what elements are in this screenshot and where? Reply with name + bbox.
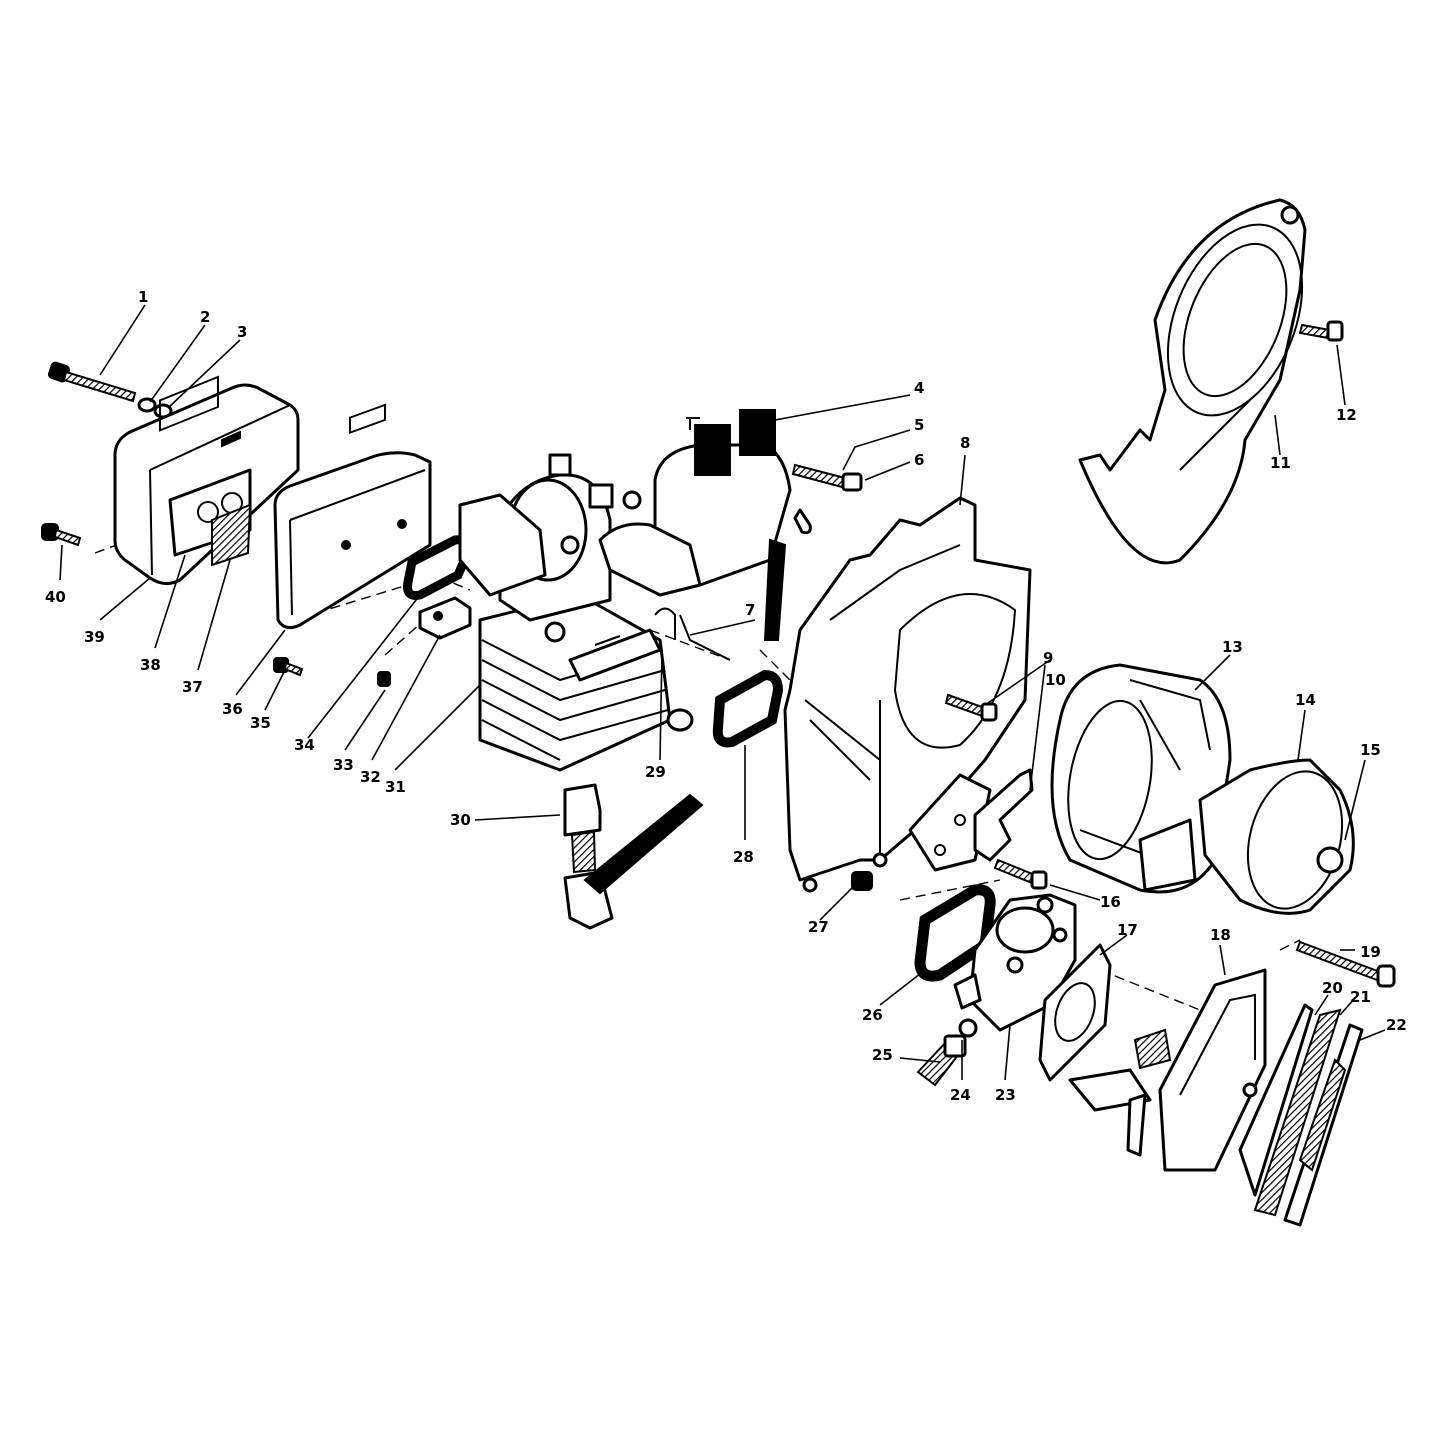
- callout-12: 12: [1336, 406, 1357, 424]
- part-14-clutch-drum: [1198, 758, 1355, 915]
- part-30-spark-plug: [563, 783, 704, 930]
- part-5-ground-terminal: [793, 508, 812, 535]
- callout-39: 39: [84, 628, 105, 646]
- callout-28: 28: [733, 848, 754, 866]
- callout-13: 13: [1222, 638, 1243, 656]
- callout-labels: 1 2 3 4 5 6 7 8 9 10 11 12 13 14 15 16 1…: [45, 288, 1407, 1104]
- callout-9: 9: [1043, 649, 1053, 667]
- choke-linkage: [1068, 1028, 1172, 1157]
- part-32-bracket: [418, 596, 472, 640]
- callout-30: 30: [450, 811, 471, 829]
- callout-5: 5: [914, 416, 924, 434]
- part-7-impulse-fitting: [679, 614, 731, 661]
- part-11-fan-housing: [1078, 198, 1307, 565]
- callout-4: 4: [914, 379, 924, 397]
- part-22-air-filter-cover: [1283, 1023, 1364, 1227]
- callout-10: 10: [1045, 671, 1066, 689]
- callout-34: 34: [294, 736, 315, 754]
- callout-29: 29: [645, 763, 666, 781]
- callout-14: 14: [1295, 691, 1316, 709]
- part-27-plug: [851, 871, 873, 891]
- part-19-long-screw: [1295, 940, 1396, 988]
- callout-6: 6: [914, 451, 924, 469]
- leader-lines: [59, 304, 1386, 1081]
- part-37-spark-screen: [211, 503, 252, 567]
- part-8-crankcase: [783, 496, 1032, 893]
- callout-7: 7: [745, 601, 755, 619]
- callout-22: 22: [1386, 1016, 1407, 1034]
- part-18-air-filter-base: [1158, 968, 1267, 1172]
- callout-33: 33: [333, 756, 354, 774]
- callout-21: 21: [1350, 988, 1371, 1006]
- callout-15: 15: [1360, 741, 1381, 759]
- callout-31: 31: [385, 778, 406, 796]
- callout-18: 18: [1210, 926, 1231, 944]
- part-21-air-filter-element: [1253, 1008, 1342, 1217]
- part-17-gasket: [1038, 943, 1112, 1082]
- part-20-filter-gasket: [1238, 1003, 1314, 1197]
- part-2-washer: [137, 397, 157, 413]
- part-28-intake-gasket: [712, 669, 784, 748]
- part-24-fitting: [958, 1018, 978, 1038]
- part-35-screw: [273, 657, 304, 677]
- callout-35: 35: [250, 714, 271, 732]
- callout-38: 38: [140, 656, 161, 674]
- part-39-muffler-cover: [113, 375, 300, 585]
- part-4-ignition-module: [598, 409, 792, 641]
- callout-17: 17: [1117, 921, 1138, 939]
- part-33-small-screw: [377, 671, 391, 687]
- part-9-screw: [944, 693, 998, 722]
- callout-37: 37: [182, 678, 203, 696]
- callout-26: 26: [862, 1006, 883, 1024]
- callout-1: 1: [138, 288, 148, 306]
- callout-11: 11: [1270, 454, 1291, 472]
- callout-19: 19: [1360, 943, 1381, 961]
- part-12-screw: [1298, 320, 1344, 342]
- part-36-muffler-body: [273, 403, 432, 630]
- part-1-long-screw: [48, 361, 137, 403]
- callout-20: 20: [1322, 979, 1343, 997]
- callout-27: 27: [808, 918, 829, 936]
- part-31-cylinder: [458, 453, 694, 772]
- callout-36: 36: [222, 700, 243, 718]
- part-25-spring-screw: [916, 1034, 967, 1087]
- part-40-screw: [41, 523, 82, 547]
- part-6-screw: [791, 463, 863, 492]
- part-10-plate: [973, 768, 1034, 862]
- part-16-screw: [993, 858, 1048, 890]
- callout-23: 23: [995, 1086, 1016, 1104]
- part-29-clip: [654, 607, 676, 640]
- callout-16: 16: [1100, 893, 1121, 911]
- callout-24: 24: [950, 1086, 971, 1104]
- callout-2: 2: [200, 308, 210, 326]
- callout-25: 25: [872, 1046, 893, 1064]
- callout-32: 32: [360, 768, 381, 786]
- callout-3: 3: [237, 323, 247, 341]
- callout-40: 40: [45, 588, 66, 606]
- callout-8: 8: [960, 434, 970, 452]
- part-13-flywheel: [1050, 663, 1232, 894]
